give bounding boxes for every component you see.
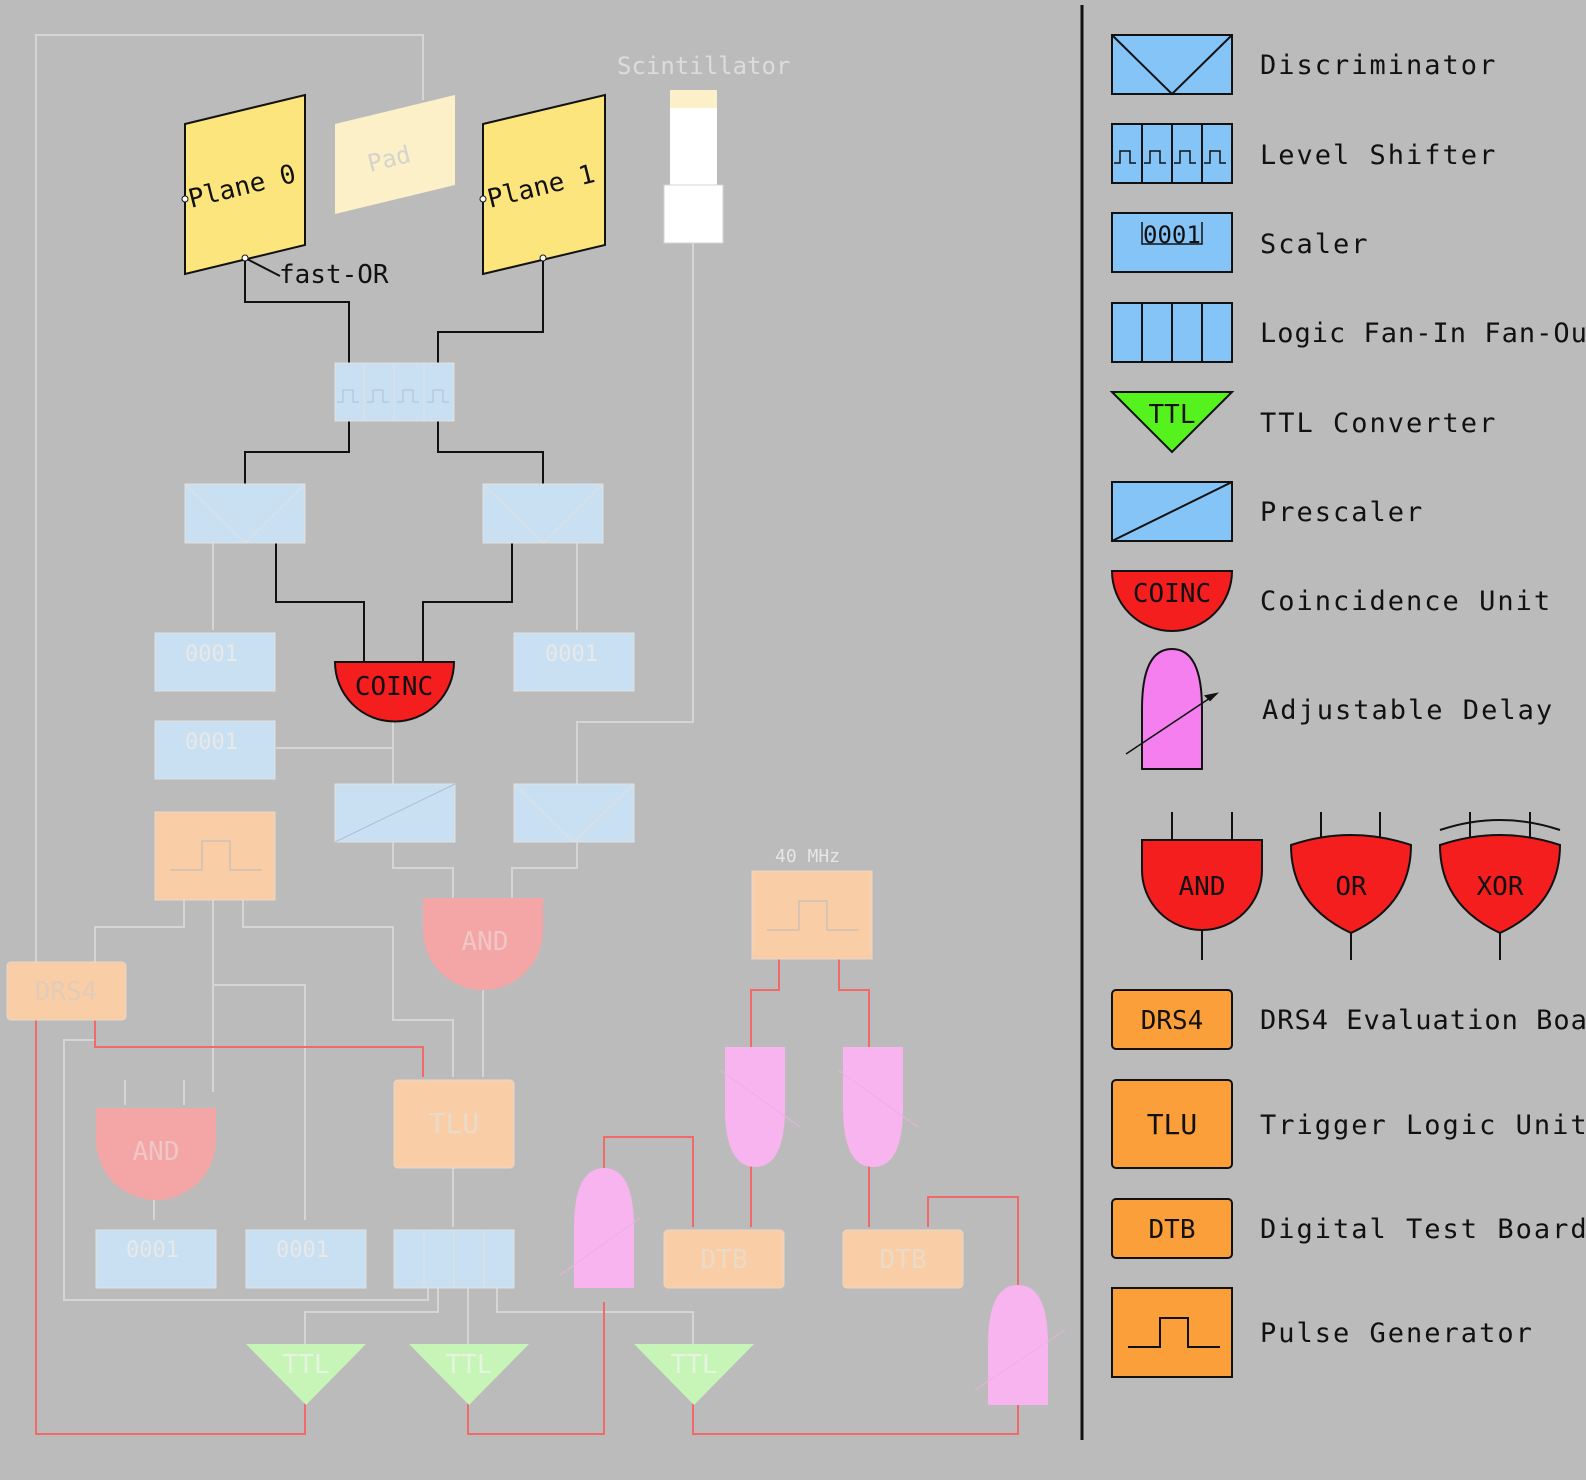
- pad: Pad: [335, 95, 455, 214]
- legend-label-delay: Adjustable Delay: [1262, 695, 1554, 726]
- legend-discriminator-symbol: [1111, 34, 1233, 96]
- legend-label-coincidence: Coincidence Unit: [1260, 586, 1552, 617]
- pg-freq-label: 40 MHz: [775, 846, 840, 867]
- fan-block-faded: [393, 1229, 515, 1289]
- legend-xor-symbol: [1438, 812, 1562, 960]
- delay-4-faded: [974, 1285, 1066, 1405]
- scaler-1: 0001: [154, 632, 276, 692]
- scaler-2: 0001: [513, 632, 635, 692]
- legend-and-symbol: [1141, 812, 1263, 960]
- tlu-faded: TLU: [393, 1079, 515, 1169]
- scaler-3: 0001: [154, 720, 276, 780]
- dtb-right-faded: DTB: [842, 1229, 964, 1289]
- legend-pulse-gen-symbol: [1111, 1287, 1233, 1378]
- ttl-1-label: TTL: [283, 1350, 330, 1380]
- legend-delay-symbol: [1125, 647, 1220, 770]
- delay-2-faded: [837, 1047, 919, 1167]
- legend-drs4-symbol-text: DRS4: [1141, 1006, 1204, 1036]
- scaler-5-text: 0001: [276, 1238, 329, 1263]
- legend-dtb-symbol-text: DTB: [1149, 1215, 1196, 1245]
- legend-ttl-symbol-text: TTL: [1149, 400, 1196, 430]
- coinc-label: COINC: [355, 672, 433, 702]
- and-left-label: AND: [133, 1137, 180, 1167]
- tlu-faded-label: TLU: [429, 1107, 480, 1140]
- scintillator-label: Scintillator: [617, 52, 790, 80]
- legend-label-dtb: Digital Test Board: [1260, 1214, 1586, 1245]
- legend-coinc-symbol-text: COINC: [1133, 579, 1211, 609]
- legend-symbol-texts: 0001 TTL COINC AND OR XOR DRS4 TLU DTB: [1133, 221, 1524, 1245]
- legend-or-symbol: [1289, 812, 1413, 960]
- ttl-2-faded: TTL: [409, 1344, 529, 1405]
- legend-logic-fan-symbol: [1111, 302, 1233, 363]
- drs4-faded: DRS4: [6, 961, 127, 1021]
- drs4-faded-label: DRS4: [35, 977, 98, 1007]
- pulse-gen-left: [154, 811, 276, 901]
- legend-label-discriminator: Discriminator: [1260, 50, 1497, 81]
- pulse-gen-right: 40 MHz: [751, 846, 873, 960]
- legend-label-prescaler: Prescaler: [1260, 497, 1424, 528]
- legend-xor-text: XOR: [1477, 872, 1524, 902]
- dtb-right-label: DTB: [880, 1245, 927, 1275]
- scintillator: Scintillator: [617, 52, 790, 244]
- scaler-4: 0001: [95, 1229, 217, 1289]
- legend-label-scaler: Scaler: [1260, 229, 1370, 260]
- and-left-faded: AND: [96, 1108, 216, 1200]
- legend-scaler-symbol: [1111, 212, 1233, 273]
- dtb-left-faded: DTB: [663, 1229, 785, 1289]
- scaler-1-text: 0001: [185, 642, 238, 667]
- legend-and-text: AND: [1179, 872, 1226, 902]
- legend-label-drs4: DRS4 Evaluation Board: [1260, 1005, 1586, 1036]
- wires-faded: [35, 34, 694, 1344]
- ttl-2-label: TTL: [446, 1350, 493, 1380]
- scaler-3-text: 0001: [185, 730, 238, 755]
- ttl-3-label: TTL: [671, 1350, 718, 1380]
- legend-prescaler-symbol: [1111, 481, 1233, 542]
- plane-1: Plane 1: [479, 93, 606, 276]
- ttl-1-faded: TTL: [246, 1344, 366, 1405]
- legend-label-ttl-converter: TTL Converter: [1260, 408, 1497, 439]
- delay-3-faded: [559, 1168, 641, 1288]
- dtb-left-label: DTB: [701, 1245, 748, 1275]
- legend-scaler-symbol-text: 0001: [1143, 221, 1201, 249]
- legend-or-text: OR: [1335, 872, 1367, 902]
- discriminator-right: [482, 483, 604, 544]
- wires-red: [35, 957, 1019, 1435]
- prescaler-block: [334, 783, 456, 843]
- and-top-label: AND: [462, 927, 509, 957]
- plane-0: Plane 0: [181, 93, 306, 276]
- legend-label-tlu: Trigger Logic Unit: [1260, 1110, 1586, 1141]
- coinc-unit: COINC: [333, 661, 456, 723]
- legend-level-shifter-symbol: [1111, 123, 1233, 184]
- legend-label-logic-fan: Logic Fan-In Fan-Out: [1260, 318, 1586, 349]
- legend-coinc-symbol: [1110, 570, 1234, 632]
- ttl-3-faded: TTL: [634, 1344, 754, 1405]
- legend-label-level-shifter: Level Shifter: [1260, 140, 1497, 171]
- delay-1-faded: [719, 1047, 801, 1167]
- scaler-2-text: 0001: [545, 642, 598, 667]
- legend-tlu-symbol-text: TLU: [1147, 1108, 1198, 1141]
- discriminator-bottom: [513, 783, 635, 843]
- wires-black: [244, 257, 544, 662]
- scaler-4-text: 0001: [126, 1238, 179, 1263]
- legend-label-pulse-gen: Pulse Generator: [1260, 1318, 1534, 1349]
- legend-ttl-symbol: [1109, 391, 1235, 454]
- scaler-5: 0001: [245, 1229, 367, 1289]
- legend-dtb-symbol: [1111, 1198, 1233, 1259]
- legend-tlu-symbol: [1111, 1079, 1233, 1169]
- legend-drs4-symbol: [1111, 989, 1233, 1050]
- legend: [1109, 34, 1562, 1378]
- fast-or-label: fast-OR: [279, 260, 389, 290]
- legend-labels: Discriminator Level Shifter Scaler Logic…: [1260, 50, 1586, 1349]
- level-shifter-block: [334, 362, 455, 422]
- discriminator-left: [184, 483, 306, 544]
- and-top-faded: AND: [423, 898, 543, 990]
